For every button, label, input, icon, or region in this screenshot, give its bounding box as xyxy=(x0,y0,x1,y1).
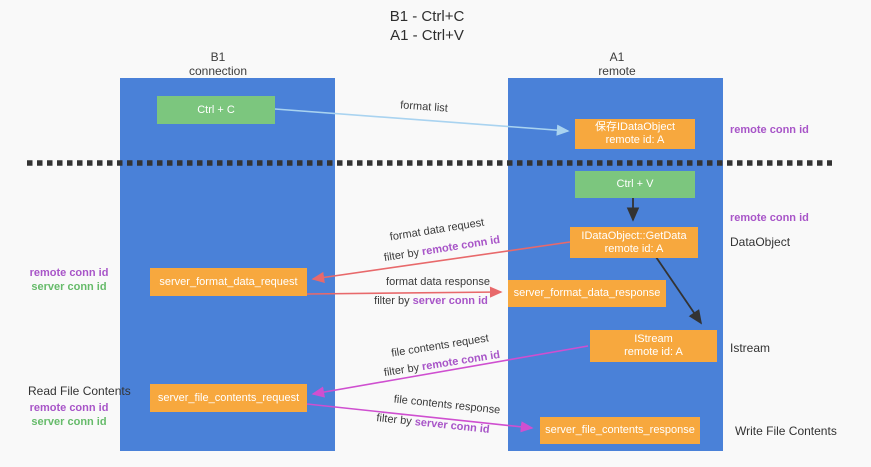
node-ctrl-c-label: Ctrl + C xyxy=(197,103,235,116)
node-istream: IStream remote id: A xyxy=(590,330,717,362)
title-line-2: A1 - Ctrl+V xyxy=(390,27,464,44)
left-remote-conn-id-1: remote conn id xyxy=(29,267,109,279)
left-label-read-file-contents: Read File Contents xyxy=(28,384,131,398)
right-column-subtitle: remote xyxy=(598,64,636,78)
left-column-subtitle: connection xyxy=(188,64,248,78)
label-filter-by-server-2: filter by server conn id xyxy=(376,412,490,436)
node-save-idataobject: 保存IDataObject remote id: A xyxy=(575,119,695,149)
label-format-data-response: format data response xyxy=(386,276,490,288)
right-label-remote-conn-id-2: remote conn id xyxy=(730,212,809,224)
server-conn-id-text: server conn id xyxy=(414,416,491,436)
right-column-title: A1 xyxy=(609,50,625,64)
node-format-response-label: server_format_data_response xyxy=(513,287,661,299)
node-getdata-line2: remote id: A xyxy=(604,242,664,255)
left-server-conn-id-1: server conn id xyxy=(31,281,107,293)
node-save-idataobject-line2: remote id: A xyxy=(605,134,665,146)
right-label-dataobject: DataObject xyxy=(730,235,791,249)
node-istream-line2: remote id: A xyxy=(624,346,683,358)
node-ctrl-c: Ctrl + C xyxy=(157,96,275,124)
node-getdata-line1: IDataObject::GetData xyxy=(581,229,687,242)
right-label-write-file-contents: Write File Contents xyxy=(735,424,837,438)
label-file-contents-response: file contents response xyxy=(393,393,501,417)
filter-by-text: filter by xyxy=(383,361,421,380)
left-server-conn-id-2: server conn id xyxy=(31,416,107,428)
label-format-list: format list xyxy=(399,99,449,115)
node-ctrl-v: Ctrl + V xyxy=(575,171,695,198)
arrow-format-data-response xyxy=(306,286,503,298)
node-server-file-contents-response: server_file_contents_response xyxy=(540,417,700,444)
left-column-title: B1 xyxy=(210,50,226,64)
left-label-conn-ids-2: remote conn id server conn id xyxy=(22,401,116,429)
node-server-format-data-request: server_format_data_request xyxy=(150,268,307,296)
filter-by-text: filter by xyxy=(374,295,410,307)
node-server-format-data-response: server_format_data_response xyxy=(508,280,666,307)
remote-conn-id-text: remote conn id xyxy=(421,233,501,259)
server-conn-id-text: server conn id xyxy=(412,295,488,307)
filter-by-text: filter by xyxy=(375,412,413,428)
node-ctrl-v-label: Ctrl + V xyxy=(616,178,654,190)
node-server-file-contents-request: server_file_contents_request xyxy=(150,384,307,412)
node-file-request-label: server_file_contents_request xyxy=(157,391,300,404)
right-label-istream: Istream xyxy=(730,341,771,355)
label-filter-by-server-1: filter by server conn id xyxy=(374,295,488,307)
node-idataobject-getdata: IDataObject::GetData remote id: A xyxy=(570,227,698,258)
node-file-response-label: server_file_contents_response xyxy=(545,424,695,436)
right-label-remote-conn-id-1: remote conn id xyxy=(730,124,809,136)
left-label-conn-ids-1: remote conn id server conn id xyxy=(22,266,116,294)
left-remote-conn-id-2: remote conn id xyxy=(29,402,109,414)
filter-by-text: filter by xyxy=(383,246,421,265)
node-istream-line1: IStream xyxy=(634,333,673,345)
right-column-header: A1 remote xyxy=(557,50,677,78)
left-column-header: B1 connection xyxy=(158,50,278,78)
node-format-request-label: server_format_data_request xyxy=(159,275,298,288)
title-line-1: B1 - Ctrl+C xyxy=(389,8,465,25)
node-save-idataobject-line1: 保存IDataObject xyxy=(594,121,676,133)
diagram-title: B1 - Ctrl+C A1 - Ctrl+V xyxy=(347,7,507,45)
